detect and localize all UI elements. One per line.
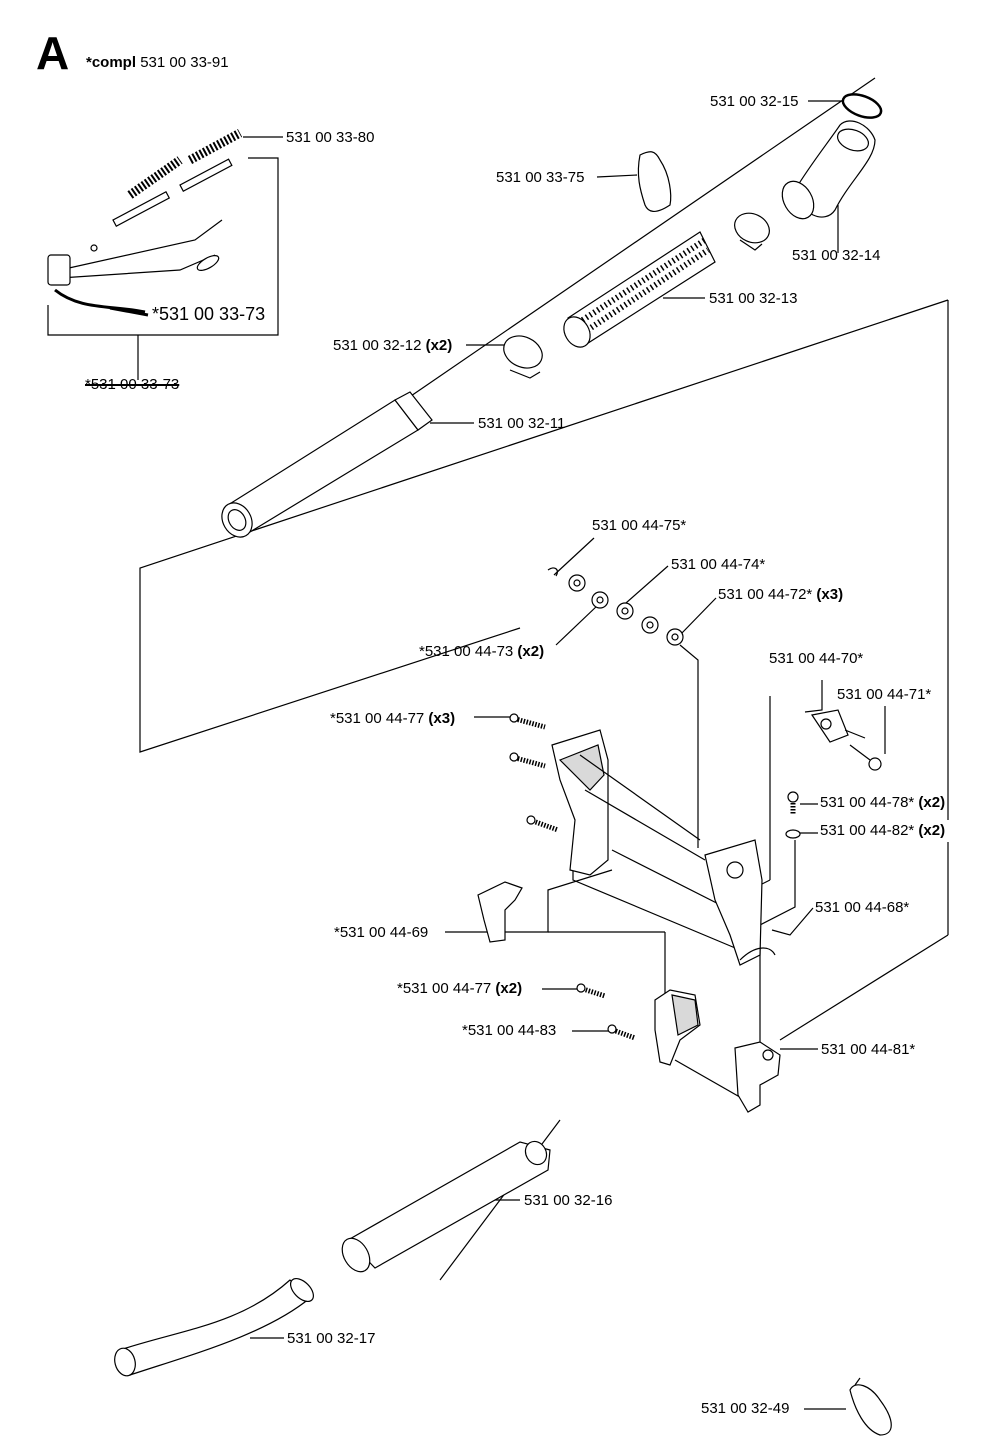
mounting-bracket [654,989,701,1066]
frame-bottom-right [779,934,949,1041]
handle-left-half [551,729,706,876]
tube-clamp [734,1041,781,1113]
label-531-00-44-72: 531 00 44-72* (x3) [718,586,844,603]
nozzle [114,1277,315,1377]
label-531-00-33-75: 531 00 33-75 [496,169,585,186]
label-531-00-44-75: 531 00 44-75* [592,517,687,534]
label-531-00-44-68: 531 00 44-68* [815,899,910,916]
label-531-00-33-73-struck: *531 00 33-73 [85,376,180,393]
compl-number: 531 00 33-91 [140,54,229,71]
label-531-00-44-71: 531 00 44-71* [837,686,932,703]
elbow-tube [781,120,876,220]
hose-clamp-lower [503,335,543,379]
pin-screw [849,744,882,771]
label-531-00-44-69: *531 00 44-69 [334,924,429,941]
blower-tube-upper [221,391,433,538]
label-531-00-44-78: 531 00 44-78* (x2) [820,794,946,811]
throttle-knob [810,709,866,743]
label-531-00-44-73: *531 00 44-73 (x2) [419,643,545,660]
label-531-00-44-70: 531 00 44-70* [769,650,864,667]
frame-left-top [139,299,949,753]
label-531-00-44-77-x2: *531 00 44-77 (x2) [397,980,523,997]
label-531-00-44-77-x3: *531 00 44-77 (x3) [330,710,456,727]
complete-assembly-label: *compl 531 00 33-91 [86,54,229,71]
label-531-00-44-82: 531 00 44-82* (x2) [820,822,946,839]
filter-bag [637,151,672,212]
compl-prefix: *compl [86,54,137,71]
label-531-00-44-81: 531 00 44-81* [821,1041,916,1058]
hose-clamp-upper [734,212,770,251]
label-531-00-32-14: 531 00 32-14 [792,247,881,264]
label-531-00-32-15: 531 00 32-15 [710,93,799,110]
label-531-00-32-12: 531 00 32-12 (x2) [333,337,453,354]
cable-tie [849,1377,892,1436]
label-531-00-32-17: 531 00 32-17 [287,1330,376,1347]
label-531-00-32-11: 531 00 32-11 [478,415,566,432]
section-letter: A [36,27,70,79]
label-531-00-32-16: 531 00 32-16 [524,1192,613,1209]
label-531-00-32-49: 531 00 32-49 [701,1400,790,1417]
o-ring [841,93,883,119]
spring-parts [47,129,243,314]
trigger [477,881,523,943]
washers-row [547,567,684,646]
screws [509,713,801,1041]
label-531-00-44-74: 531 00 44-74* [671,556,766,573]
label-531-00-33-80: 531 00 33-80 [286,129,375,146]
handle-right-half [704,839,776,966]
label-531-00-44-83: *531 00 44-83 [462,1022,557,1039]
label-531-00-32-13: 531 00 32-13 [709,290,798,307]
corrugated-hose [563,231,716,348]
label-531-00-33-73-kit: *531 00 33-73 [152,304,266,324]
kit-bracket [47,157,279,336]
blower-tube-lower [341,1140,551,1273]
